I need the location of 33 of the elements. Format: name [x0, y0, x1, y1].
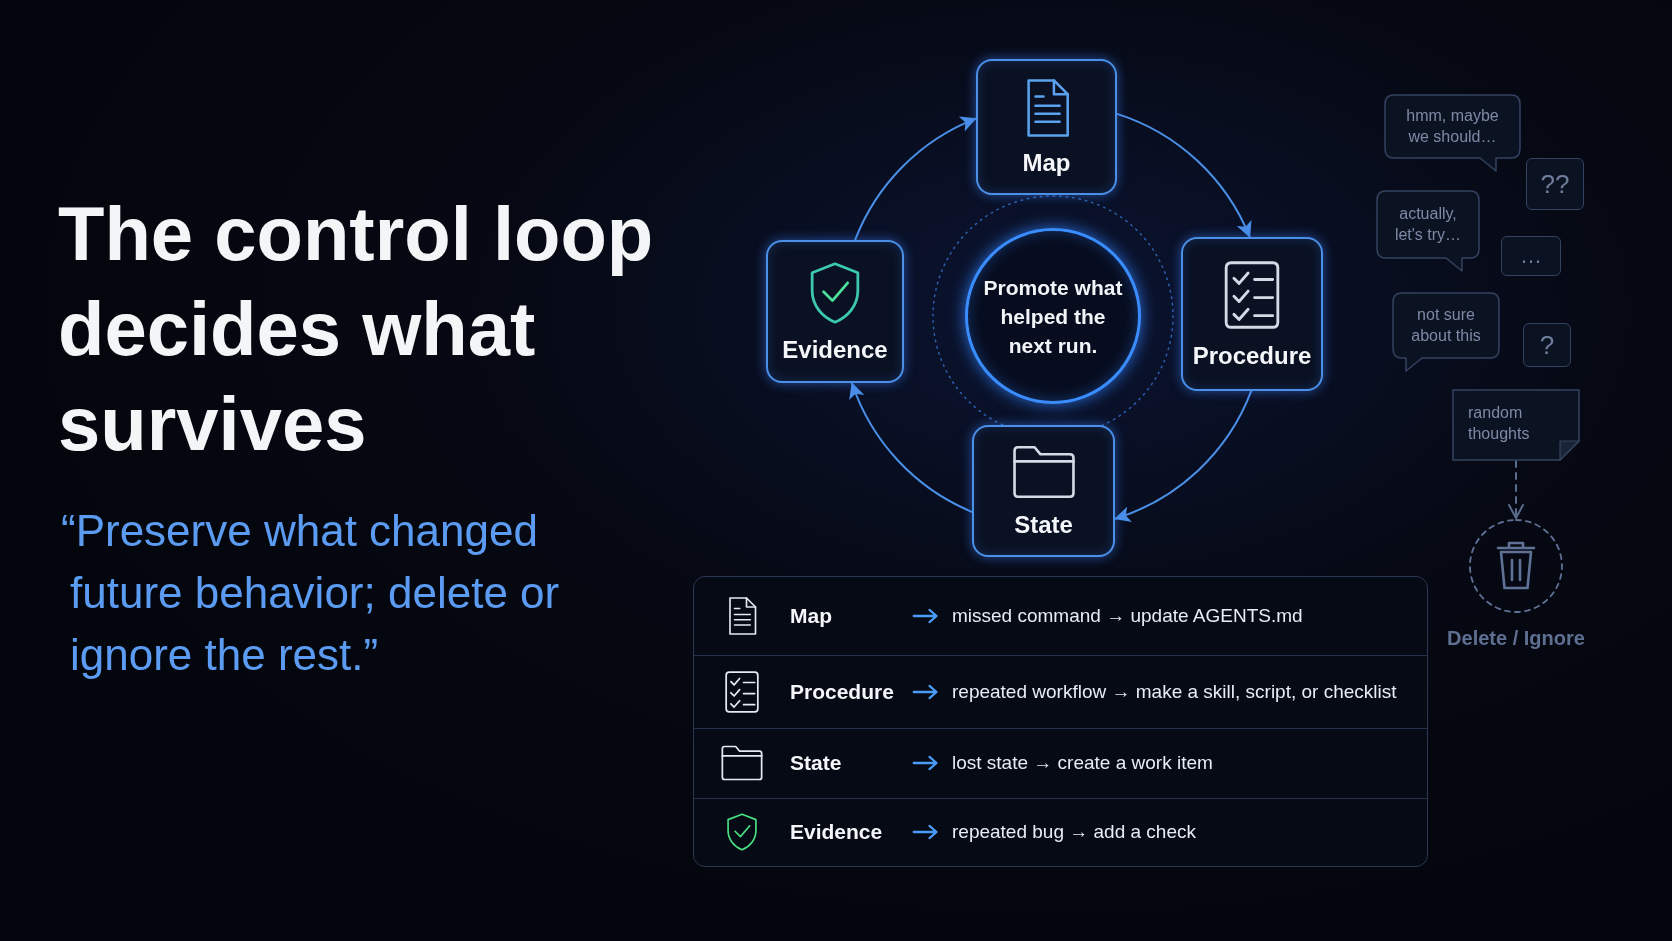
step-card: [972, 425, 1115, 557]
row-description: lost state → create a work item: [952, 752, 1213, 773]
row-description: missed command → update AGENTS.md: [952, 605, 1303, 626]
step-card: [1181, 237, 1323, 391]
cycle-arrow: [854, 117, 977, 241]
dashed-arrow: [1508, 460, 1524, 519]
question-marks-card: ??: [1526, 158, 1584, 210]
row-description: repeated workflow → make a skill, script, or checklist: [952, 680, 1397, 702]
title: The control loop decides what survives: [58, 190, 655, 468]
goal-text: Promote what helped the next run.: [982, 274, 1124, 359]
step-label: Procedure: [1192, 342, 1312, 370]
cycle-arrow: [1114, 390, 1253, 521]
quote: “Preserve what changed future behavior; delete or ignore the rest.”: [61, 505, 561, 681]
step-label: Map: [1022, 149, 1071, 177]
row-heading: State: [790, 751, 842, 774]
row-heading: Evidence: [790, 819, 883, 843]
row-heading: Procedure: [790, 679, 894, 703]
bubble-text: hmm, maybe we should…: [1405, 106, 1500, 147]
step-label: State: [1014, 511, 1073, 539]
cycle-arrow: [1116, 112, 1251, 238]
step-card: [766, 240, 904, 383]
bubble-text: actually, let's try…: [1393, 204, 1463, 245]
question-mark-card: ?: [1523, 323, 1571, 367]
step-label: Evidence: [782, 335, 888, 364]
cycle-arrow: [850, 382, 973, 513]
note-text: random thoughts: [1468, 403, 1531, 444]
goal-circle: [965, 228, 1141, 404]
step-card: [976, 59, 1117, 195]
row-heading: Map: [790, 604, 832, 627]
bubble-text: not sure about this: [1410, 305, 1482, 346]
ellipsis-card: …: [1501, 236, 1561, 276]
action-label: Delete / Ignore: [1447, 626, 1585, 650]
row-description: repeated bug → add a check: [952, 820, 1196, 842]
